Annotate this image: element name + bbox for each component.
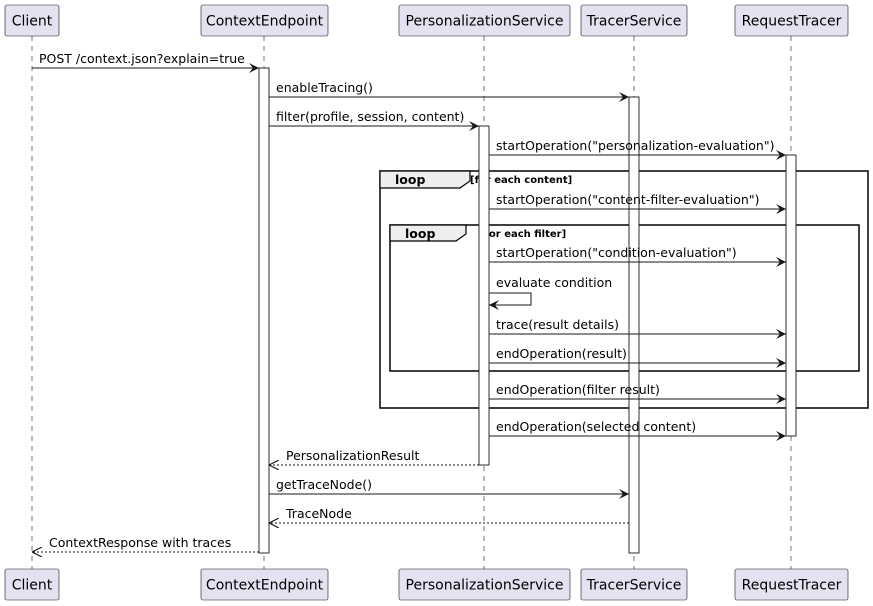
message: startOperation("content-filter-evaluatio… xyxy=(489,192,786,214)
message-label: getTraceNode() xyxy=(276,477,372,492)
participant-context-endpoint: ContextEndpoint xyxy=(200,4,329,37)
return-message: ContextResponse with traces xyxy=(32,535,259,552)
message: filter(profile, session, content) xyxy=(269,109,479,131)
message-label: startOperation("content-filter-evaluatio… xyxy=(496,192,759,207)
participant-client: Client xyxy=(4,568,60,601)
message-label: ContextResponse with traces xyxy=(49,535,231,550)
self-message: evaluate condition xyxy=(489,275,612,310)
participant-personalization-service: PersonalizationService xyxy=(398,568,571,601)
activation-personalization-service xyxy=(478,125,490,466)
message: enableTracing() xyxy=(269,80,629,102)
activations xyxy=(258,67,797,554)
loop-guard: [for each filter] xyxy=(480,229,566,240)
message: trace(result details) xyxy=(489,317,786,339)
message: POST /context.json?explain=true xyxy=(32,51,259,73)
participant-client: Client xyxy=(4,4,60,37)
participant-personalization-service: PersonalizationService xyxy=(398,4,571,37)
participant-label: PersonalizationService xyxy=(406,14,564,30)
message-label: startOperation("condition-evaluation") xyxy=(496,245,737,260)
return-message: TraceNode xyxy=(269,506,629,523)
participant-request-tracer: RequestTracer xyxy=(734,568,849,601)
messages: POST /context.json?explain=true enableTr… xyxy=(32,51,786,552)
message-label: TraceNode xyxy=(285,506,352,521)
message: endOperation(result) xyxy=(489,346,786,368)
message: endOperation(filter result) xyxy=(489,382,786,404)
message-label: enableTracing() xyxy=(276,80,373,95)
participant-heads-top: Client ContextEndpoint PersonalizationSe… xyxy=(4,4,849,37)
loop-label: loop xyxy=(395,172,425,187)
message-label: evaluate condition xyxy=(496,275,612,290)
participant-label: PersonalizationService xyxy=(406,578,564,594)
loop-label: loop xyxy=(405,226,435,241)
message: startOperation("personalization-evaluati… xyxy=(489,138,786,160)
participant-label: ContextEndpoint xyxy=(206,14,324,30)
participant-label: RequestTracer xyxy=(742,14,842,30)
message-label: filter(profile, session, content) xyxy=(276,109,464,124)
loop-fragment-filter: loop [for each filter] xyxy=(389,224,860,372)
message: startOperation("condition-evaluation") xyxy=(489,245,786,267)
participant-label: ContextEndpoint xyxy=(206,578,324,594)
participant-label: TracerService xyxy=(586,14,682,30)
message-label: endOperation(selected content) xyxy=(496,419,696,434)
message-label: startOperation("personalization-evaluati… xyxy=(496,138,774,153)
participant-label: RequestTracer xyxy=(742,578,842,594)
participant-request-tracer: RequestTracer xyxy=(734,4,849,37)
message-label: trace(result details) xyxy=(496,317,619,332)
participant-label: Client xyxy=(12,14,53,30)
message-label: POST /context.json?explain=true xyxy=(39,51,245,66)
message-label: endOperation(filter result) xyxy=(496,382,660,397)
participant-label: TracerService xyxy=(586,578,682,594)
activation-tracer-service xyxy=(628,96,640,554)
loop-fragment-content: loop [for each content] xyxy=(379,170,869,409)
participant-context-endpoint: ContextEndpoint xyxy=(200,568,329,601)
participant-tracer-service: TracerService xyxy=(580,4,688,37)
participant-label: Client xyxy=(12,578,53,594)
message: getTraceNode() xyxy=(269,477,629,499)
participant-tracer-service: TracerService xyxy=(580,568,688,601)
participant-heads-bottom: Client ContextEndpoint PersonalizationSe… xyxy=(4,568,849,601)
activation-request-tracer xyxy=(785,154,797,437)
activation-context-endpoint xyxy=(258,67,270,554)
message: endOperation(selected content) xyxy=(489,419,786,441)
message-label: endOperation(result) xyxy=(496,346,627,361)
loop-guard: [for each content] xyxy=(470,175,572,186)
message-label: PersonalizationResult xyxy=(286,448,419,463)
return-message: PersonalizationResult xyxy=(269,448,479,465)
